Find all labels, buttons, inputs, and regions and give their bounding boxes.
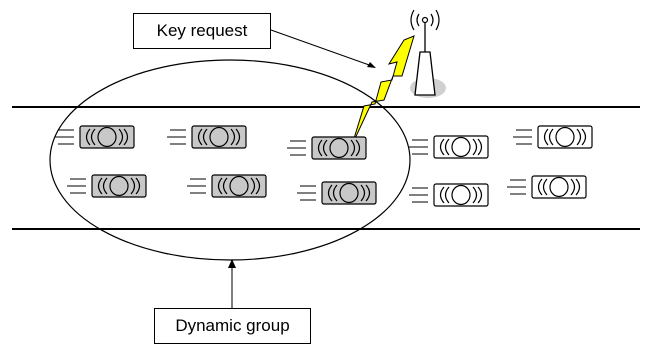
key-request-arrow [270, 29, 373, 67]
member-car [66, 174, 147, 198]
non-member-car [408, 135, 489, 159]
dynamic-group-ellipse [49, 59, 411, 261]
member-car [166, 125, 247, 149]
non-member-car [512, 125, 593, 149]
member-car [286, 136, 367, 160]
dynamic-group-label: Dynamic group [154, 308, 311, 344]
radio-tower-icon [410, 9, 446, 98]
non-member-car [408, 183, 489, 207]
lightning-bolt-icon [351, 35, 415, 146]
member-car [186, 174, 267, 198]
member-car [54, 125, 135, 149]
member-car [296, 181, 377, 205]
key-request-label: Key request [133, 13, 271, 49]
non-member-car [506, 175, 587, 199]
